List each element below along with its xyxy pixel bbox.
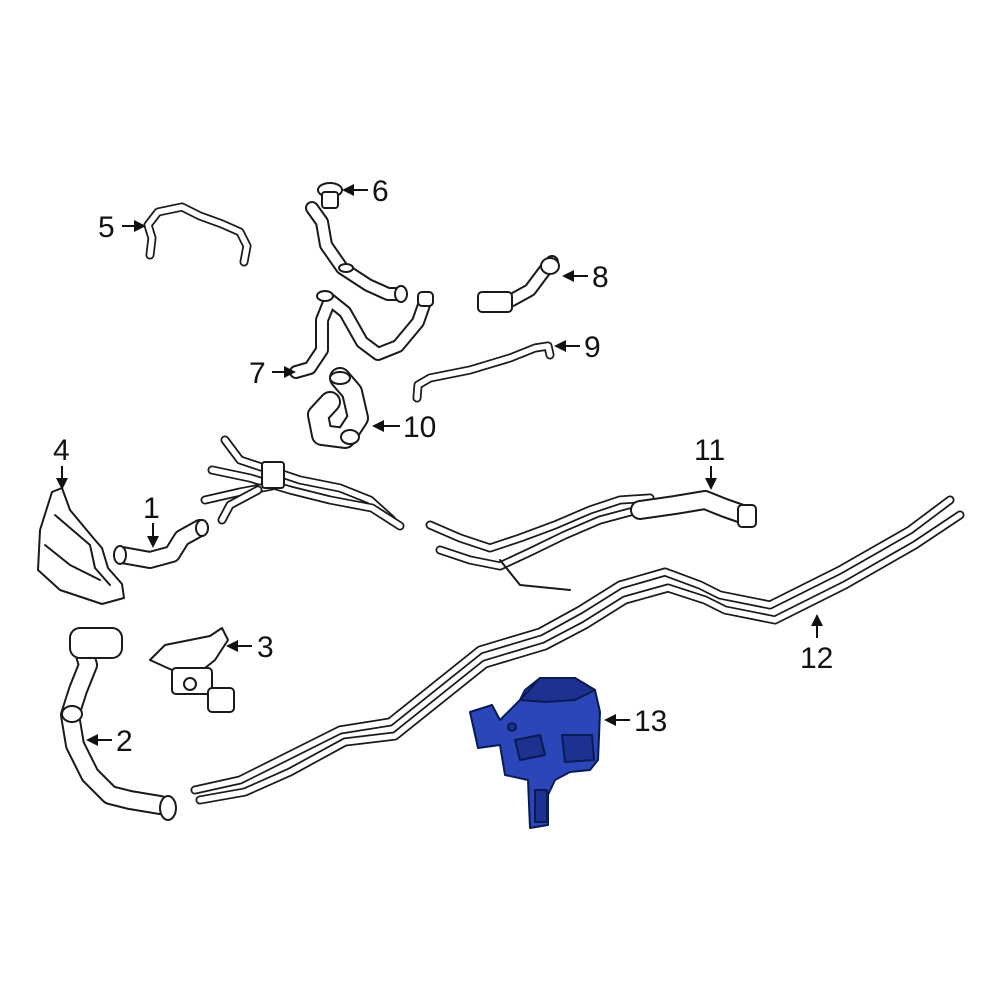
callout-12: 12 bbox=[800, 642, 833, 675]
part-7-hose[interactable] bbox=[289, 290, 434, 379]
part-1-hose[interactable] bbox=[113, 519, 209, 569]
callout-3: 3 bbox=[257, 631, 274, 664]
callout-labels: 1 2 3 4 5 6 7 8 9 10 11 12 13 bbox=[53, 175, 833, 758]
callout-11: 11 bbox=[694, 434, 725, 467]
callout-8: 8 bbox=[592, 261, 609, 294]
part-6-hose[interactable] bbox=[305, 182, 408, 303]
part-11-pipe[interactable] bbox=[425, 490, 757, 591]
part-9-line[interactable] bbox=[412, 341, 555, 403]
callout-4: 4 bbox=[53, 434, 70, 467]
callout-9: 9 bbox=[584, 331, 601, 364]
part-5-hose[interactable] bbox=[143, 202, 252, 267]
part-4-shield[interactable] bbox=[37, 487, 125, 605]
part-3-valve[interactable] bbox=[149, 627, 235, 713]
center-manifold bbox=[200, 435, 405, 531]
callout-2: 2 bbox=[116, 725, 133, 758]
callout-7: 7 bbox=[249, 357, 266, 390]
part-13-module[interactable] bbox=[469, 677, 601, 829]
callout-6: 6 bbox=[372, 175, 389, 208]
callout-13: 13 bbox=[634, 705, 667, 738]
callout-1: 1 bbox=[143, 492, 160, 525]
part-8-connector[interactable] bbox=[477, 255, 560, 313]
callout-5: 5 bbox=[98, 211, 115, 244]
callout-10: 10 bbox=[403, 411, 436, 444]
part-10-hose[interactable] bbox=[307, 367, 369, 449]
part-2-hose[interactable] bbox=[60, 627, 177, 821]
leaders bbox=[56, 184, 823, 746]
part-12-pipes[interactable] bbox=[190, 495, 965, 805]
